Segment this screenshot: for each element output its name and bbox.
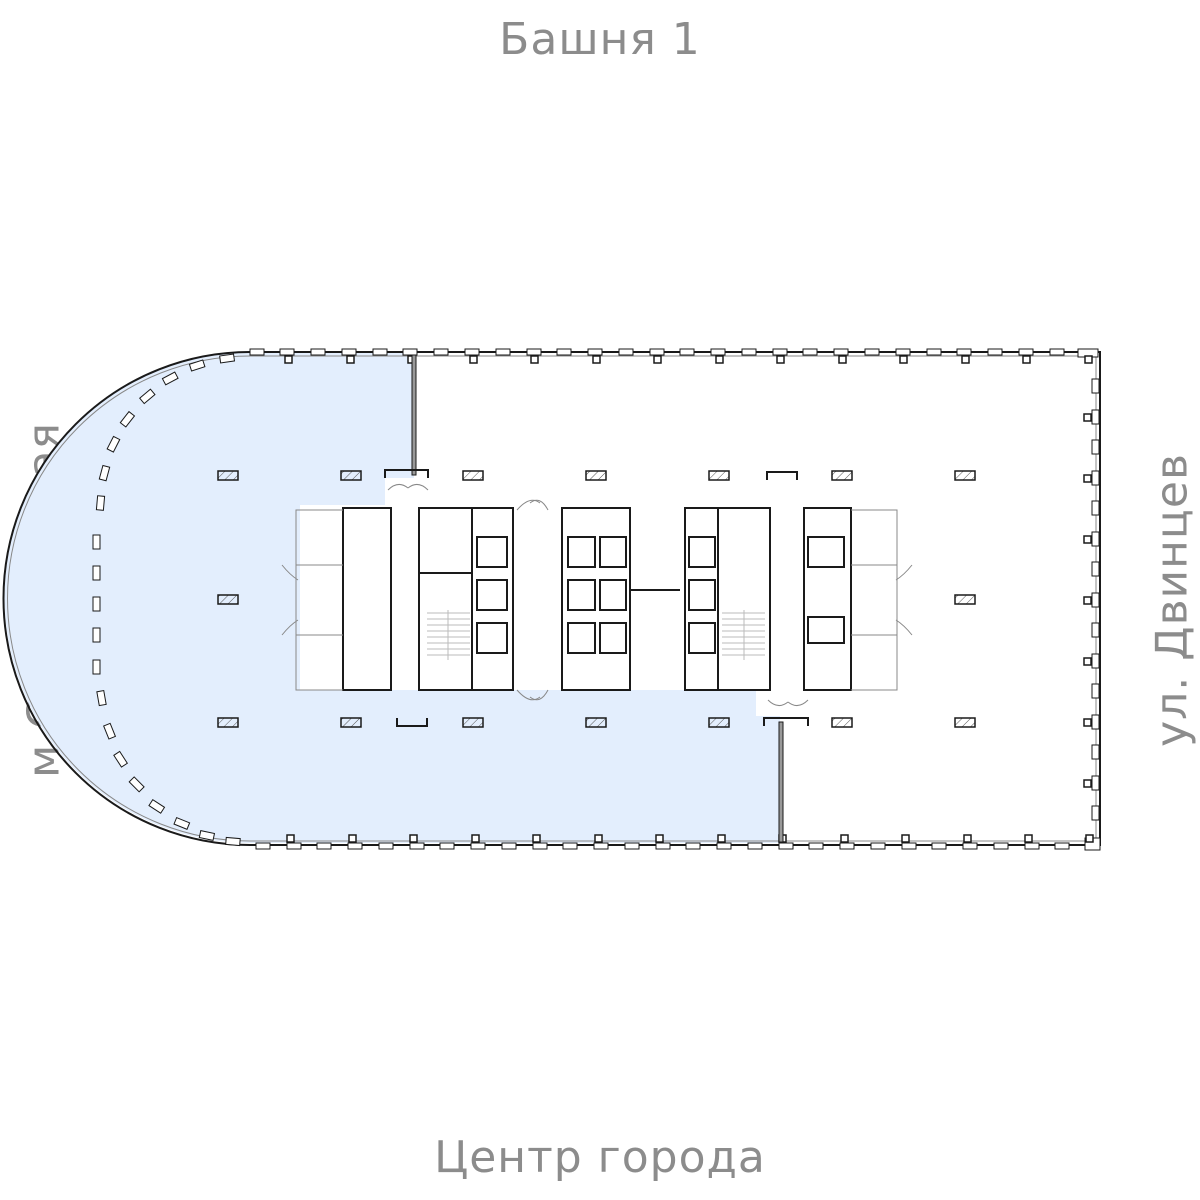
bracket-column-bottom — [396, 718, 428, 727]
facade-mullions-top — [249, 348, 1099, 358]
door-swings — [281, 484, 913, 706]
restrooms-right — [851, 509, 898, 691]
restrooms-left — [295, 509, 343, 691]
stairs-left — [427, 610, 470, 660]
interior-columns — [217, 470, 976, 728]
unit-partition-bottom — [778, 721, 784, 843]
core-left-walls — [342, 469, 680, 691]
facade-mullions-curve — [92, 353, 241, 847]
core-right-walls — [684, 507, 852, 726]
tower-title: Башня 1 — [499, 14, 701, 65]
facade-mullions-bottom — [255, 837, 1101, 851]
core-right — [680, 505, 900, 690]
bracket-column-top — [766, 471, 798, 480]
direction-label-city-center: Центр города — [434, 1132, 766, 1183]
building-outline — [2, 351, 1101, 846]
stairs-right — [722, 610, 765, 660]
facade-columns-right — [1083, 413, 1092, 788]
unit-partition-top — [411, 354, 417, 476]
facade-mullions-right — [1091, 378, 1100, 821]
